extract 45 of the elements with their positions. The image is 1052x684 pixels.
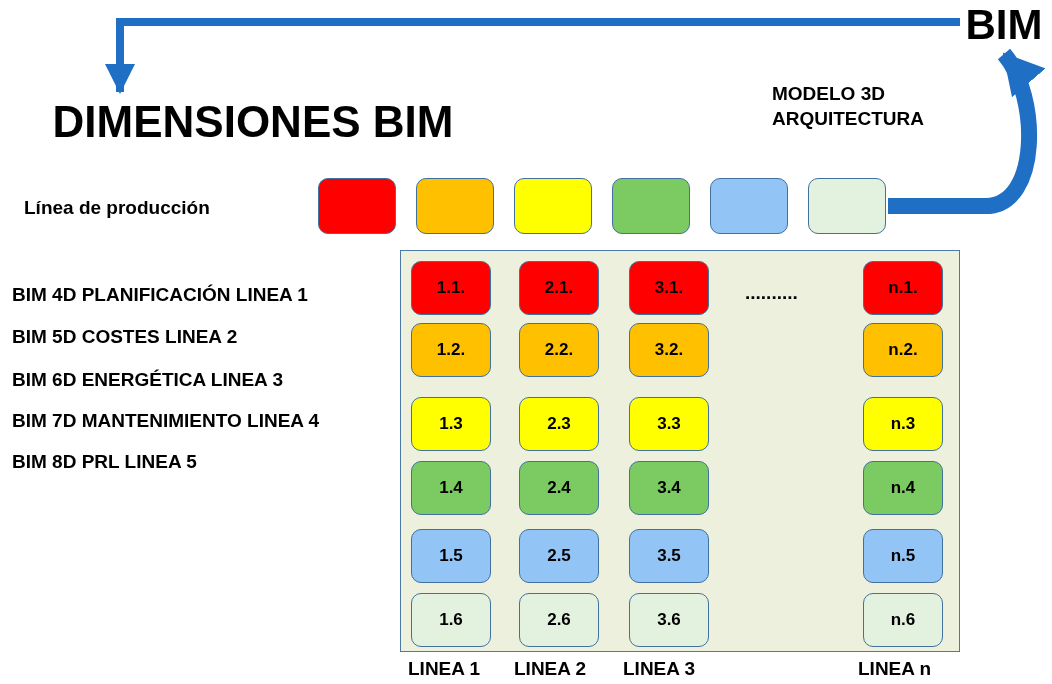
color-swatch: [514, 178, 592, 234]
line-cell: n.6: [863, 593, 943, 647]
line-cell: 3.1.: [629, 261, 709, 315]
line-cell: 3.5: [629, 529, 709, 583]
line-cell: 1.6: [411, 593, 491, 647]
line-cell: 3.3: [629, 397, 709, 451]
line-cell: 1.4: [411, 461, 491, 515]
line-cell: 2.2.: [519, 323, 599, 377]
dimension-label: BIM 6D ENERGÉTICA LINEA 3: [12, 369, 283, 391]
line-cell: 1.5: [411, 529, 491, 583]
color-swatch: [416, 178, 494, 234]
line-cell: 1.2.: [411, 323, 491, 377]
row-label: Línea de producción: [24, 197, 210, 219]
bim-heading: BIM: [960, 0, 1048, 50]
color-swatch: [808, 178, 886, 234]
line-cell: 3.2.: [629, 323, 709, 377]
column-label: LINEA n: [858, 658, 932, 680]
column-label: LINEA 3: [623, 658, 696, 680]
line-cell: n.1.: [863, 261, 943, 315]
grid-panel: [400, 250, 960, 652]
line-cell: 1.1.: [411, 261, 491, 315]
line-cell: 3.6: [629, 593, 709, 647]
line-cell: n.5: [863, 529, 943, 583]
color-swatch: [318, 178, 396, 234]
dimension-title: DIMENSIONES BIM: [28, 95, 478, 149]
line-cell: 2.1.: [519, 261, 599, 315]
line-cell: 2.6: [519, 593, 599, 647]
dimension-label: BIM 5D COSTES LINEA 2: [12, 326, 238, 348]
color-swatch: [710, 178, 788, 234]
line-cell: 2.3: [519, 397, 599, 451]
line-cell: 2.4: [519, 461, 599, 515]
line-cell: n.4: [863, 461, 943, 515]
column-label: LINEA 1: [408, 658, 481, 680]
arrow: [888, 49, 1044, 214]
dimension-label: BIM 7D MANTENIMIENTO LINEA 4: [12, 410, 320, 432]
dimension-label: BIM 4D PLANIFICACIÓN LINEA 1: [12, 284, 308, 306]
line-cell: 2.5: [519, 529, 599, 583]
ellipsis: ..........: [745, 282, 798, 304]
color-swatch: [612, 178, 690, 234]
line-cell: 1.3: [411, 397, 491, 451]
line-cell: 3.4: [629, 461, 709, 515]
column-label: LINEA 2: [514, 658, 587, 680]
dimension-label: BIM 8D PRL LINEA 5: [12, 451, 197, 473]
line-cell: n.3: [863, 397, 943, 451]
line-cell: n.2.: [863, 323, 943, 377]
